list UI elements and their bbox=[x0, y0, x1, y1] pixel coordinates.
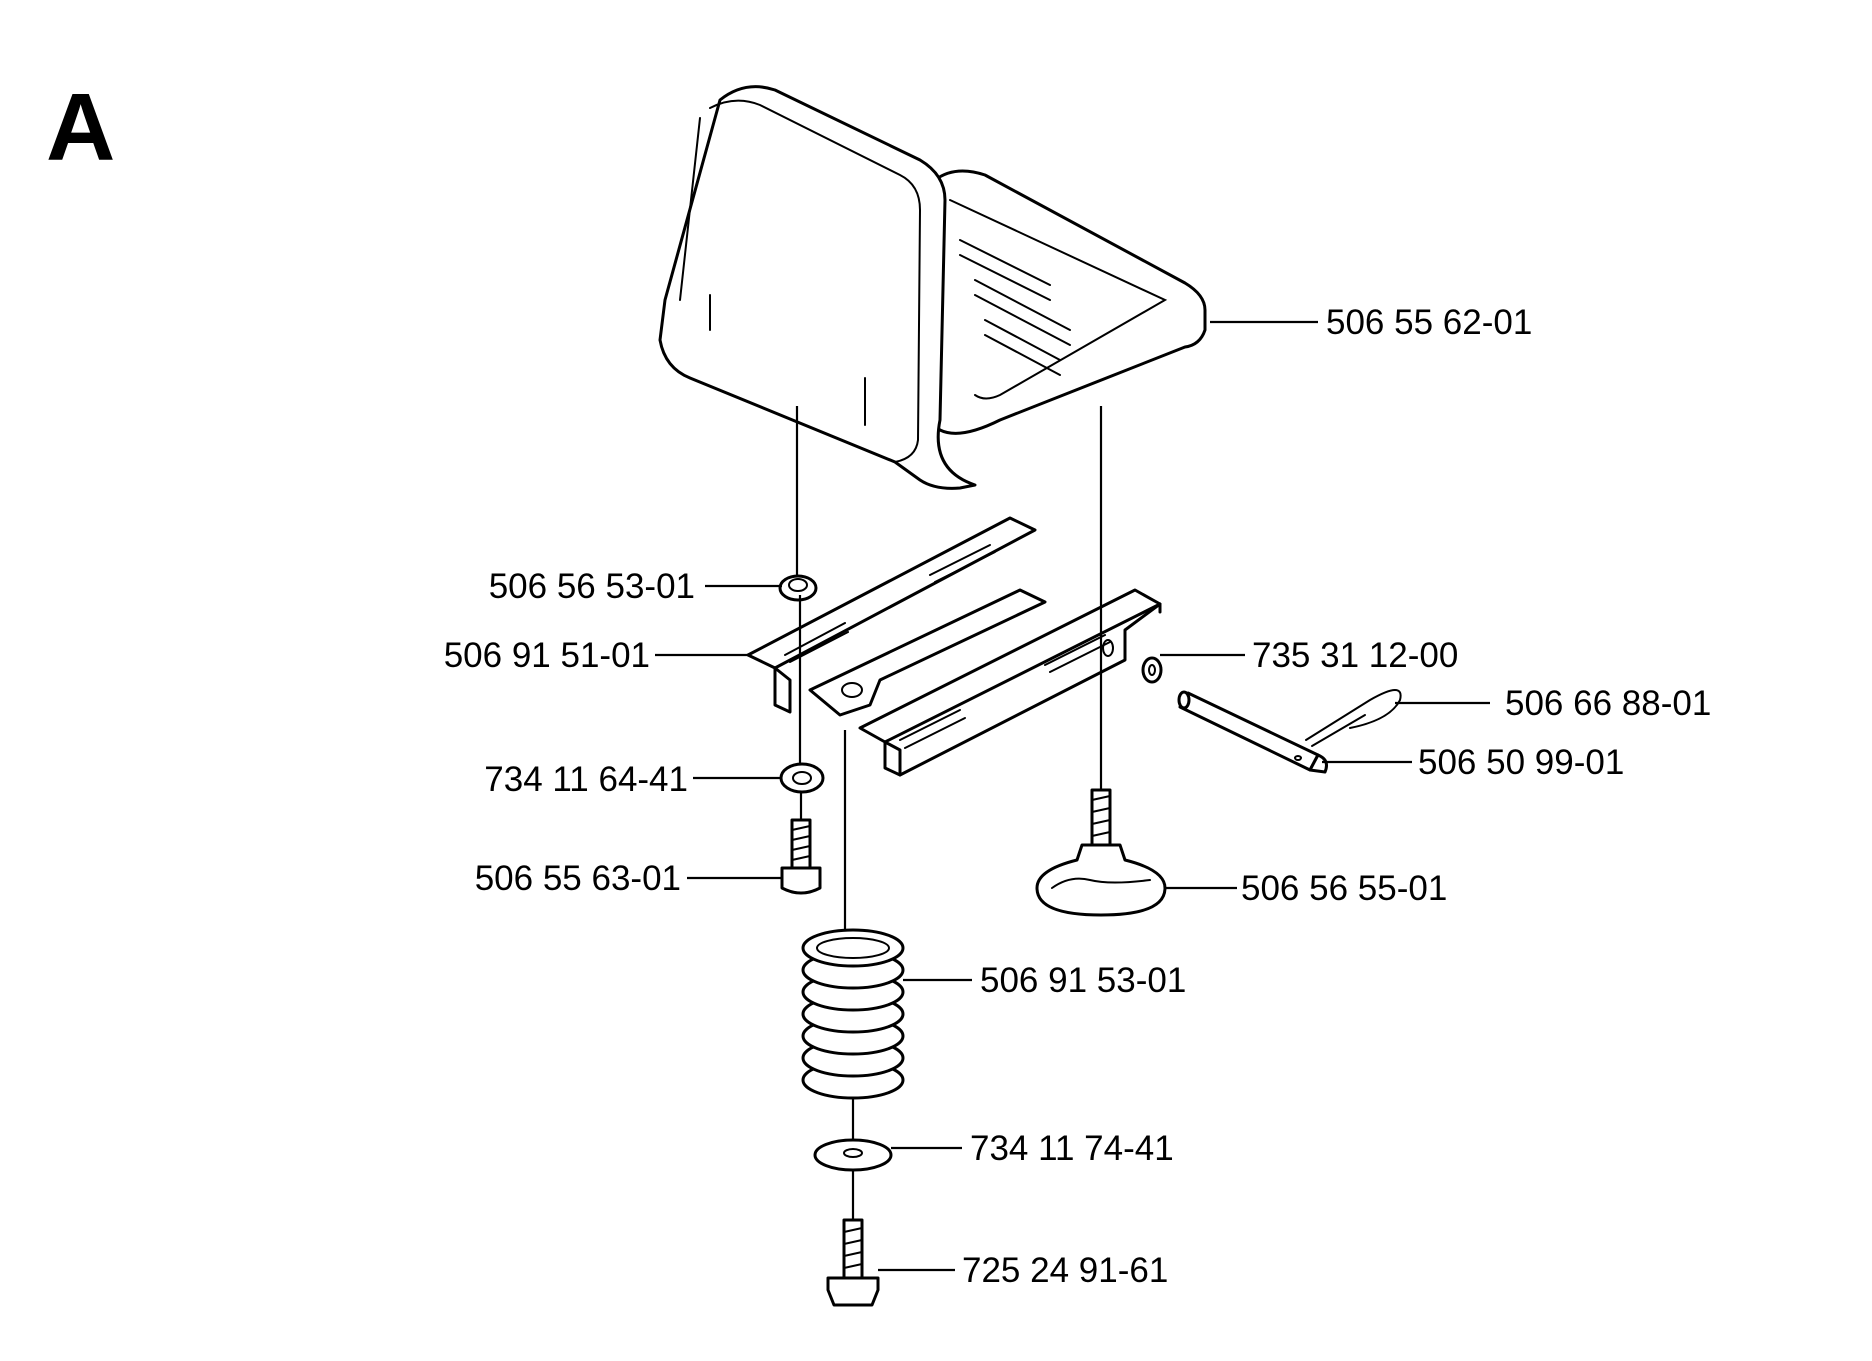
part-label-bracket: 506 91 51-01 bbox=[444, 636, 650, 675]
part-label-hairpin-clip: 506 66 88-01 bbox=[1505, 684, 1711, 723]
part-label-bushing: 506 56 53-01 bbox=[489, 567, 695, 606]
pin-drawing bbox=[1177, 690, 1328, 774]
part-label-washer-top: 734 11 64-41 bbox=[484, 760, 688, 799]
part-label-lock-washer: 735 31 12-00 bbox=[1252, 636, 1458, 675]
hairpin-clip-drawing bbox=[1305, 689, 1402, 747]
leader-lines bbox=[655, 320, 1490, 1272]
section-letter: A bbox=[46, 74, 115, 181]
spring-drawing bbox=[801, 928, 905, 1100]
washer-large-drawing bbox=[813, 1138, 893, 1172]
part-label-knob: 506 56 55-01 bbox=[1241, 869, 1447, 908]
knob-drawing bbox=[1035, 788, 1167, 917]
washer-top-drawing bbox=[779, 762, 825, 794]
bracket-drawing bbox=[746, 516, 1162, 777]
bushing-drawing bbox=[778, 574, 818, 602]
part-label-flange-bolt: 725 24 91-61 bbox=[962, 1251, 1168, 1290]
seat-drawing bbox=[658, 85, 1207, 490]
part-label-pin: 506 50 99-01 bbox=[1418, 743, 1624, 782]
screw-drawing bbox=[780, 818, 822, 895]
part-label-spring: 506 91 53-01 bbox=[980, 961, 1186, 1000]
part-label-seat: 506 55 62-01 bbox=[1326, 303, 1532, 342]
part-labels: 506 55 62-01 506 56 53-01 506 91 51-01 7… bbox=[444, 303, 1712, 1290]
flange-bolt-drawing bbox=[826, 1218, 880, 1307]
assembly-axis-lines bbox=[795, 406, 1103, 1220]
part-label-screw: 506 55 63-01 bbox=[475, 859, 681, 898]
part-label-washer-large: 734 11 74-41 bbox=[970, 1129, 1174, 1168]
lock-washer-drawing bbox=[1141, 656, 1163, 684]
